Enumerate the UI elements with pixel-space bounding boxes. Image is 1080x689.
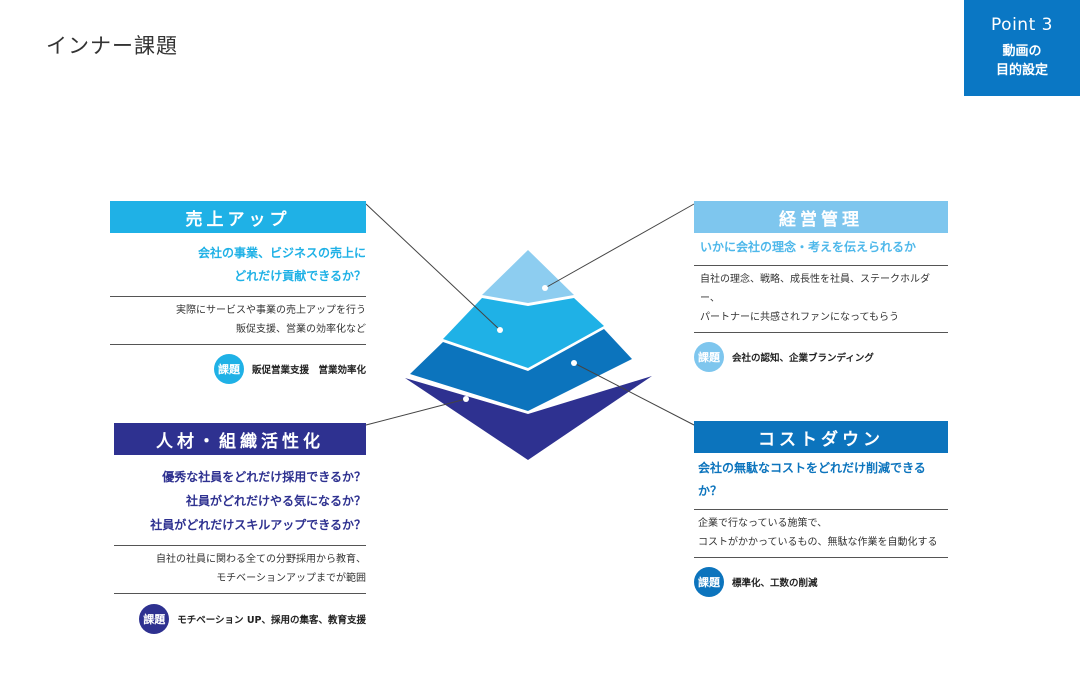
connector-hr xyxy=(365,398,467,426)
card-cost-issue: 課題 標準化、工数の削減 xyxy=(694,567,948,597)
page-title: インナー課題 xyxy=(46,34,178,58)
issue-badge: 課題 xyxy=(139,604,170,634)
card-sales-desc-line-1: 実際にサービスや事業の売上アップを行う xyxy=(176,305,366,316)
card-cost-desc-line-1: 企業で行なっている施策で、 xyxy=(698,518,828,529)
point-subtitle-line2: 目的設定 xyxy=(995,63,1048,78)
pyramid-dot-sales xyxy=(497,327,503,333)
pyramid-tier1-left xyxy=(482,250,528,303)
pyramid-tier3-left xyxy=(410,342,528,411)
card-management: 経営管理 いかに会社の理念・考えを伝えられるか 自社の理念、戦略、成長性を社員、… xyxy=(694,201,948,372)
connector-management xyxy=(544,203,695,289)
card-hr-activation: 人材・組織活性化 優秀な社員をどれだけ採用できるか？ 社員がどれだけやる気になる… xyxy=(114,423,366,634)
card-hr-desc-line-1: 自社の社員に関わる全ての分野採用から教育、 xyxy=(156,554,366,565)
card-hr-title: 人材・組織活性化 xyxy=(114,423,366,455)
connector-cost xyxy=(573,362,695,426)
issue-badge: 課題 xyxy=(213,354,244,384)
card-sales-title: 売上アップ xyxy=(110,201,366,233)
card-cost-down: コストダウン 会社の無駄なコストをどれだけ削減できるか？ 企業で行なっている施策… xyxy=(694,421,948,597)
point-subtitle-line1: 動画の xyxy=(1002,44,1042,59)
point-number: Point 3 xyxy=(991,15,1053,35)
card-sales-desc-line-2: 販促支援、営業の効率化など xyxy=(236,324,366,335)
card-sales-question-1: 会社の事業、ビジネスの売上に xyxy=(197,246,366,260)
card-hr-issue: 課題 モチベーション UP、採用の集客、教育支援 xyxy=(114,604,366,634)
card-hr-question-2: 社員がどれだけやる気になるか？ xyxy=(185,494,366,508)
divider xyxy=(114,593,366,594)
card-cost-desc-line-2: コストがかかっているもの、無駄な作業を自動化する xyxy=(698,537,938,548)
divider xyxy=(694,332,948,333)
card-management-title: 経営管理 xyxy=(694,201,948,233)
card-cost-title: コストダウン xyxy=(694,421,948,453)
connector-sales xyxy=(365,203,501,331)
card-management-issue: 課題 会社の認知、企業ブランディング xyxy=(694,342,948,372)
pyramid-tier4-right xyxy=(528,376,652,460)
divider xyxy=(110,296,366,297)
divider xyxy=(110,344,366,345)
pyramid-dot-management xyxy=(542,285,548,291)
card-sales-description: 実際にサービスや事業の売上アップを行う 販促支援、営業の効率化など xyxy=(110,297,366,344)
pyramid-tier4-left xyxy=(405,378,528,460)
pyramid-tier2-right xyxy=(528,298,604,368)
card-hr-description: 自社の社員に関わる全ての分野採用から教育、 モチベーションアップまでが範囲 xyxy=(114,546,366,593)
card-management-desc-line-2: パートナーに共感されファンになってもらう xyxy=(700,312,899,323)
pyramid-tier3-right xyxy=(528,329,632,411)
card-hr-question-3: 社員がどれだけスキルアップできるか？ xyxy=(150,518,366,532)
pyramid-tier2-left xyxy=(443,298,528,368)
point-badge: Point 3 動画の 目的設定 xyxy=(964,0,1080,96)
card-management-question-1: いかに会社の理念・考えを伝えられるか xyxy=(700,240,917,254)
divider xyxy=(694,265,948,266)
card-sales-up: 売上アップ 会社の事業、ビジネスの売上に どれだけ貢献できるか？ 実際にサービス… xyxy=(110,201,366,384)
issue-badge: 課題 xyxy=(694,567,724,597)
card-hr-question-1: 優秀な社員をどれだけ採用できるか？ xyxy=(162,470,366,484)
card-sales-question-2: どれだけ貢献できるか？ xyxy=(234,269,366,283)
divider xyxy=(694,509,948,510)
card-management-desc-line-1: 自社の理念、戦略、成長性を社員、ステークホルダー、 xyxy=(700,274,930,304)
pyramid-dot-cost xyxy=(571,360,577,366)
pyramid-tier1-right xyxy=(528,250,574,303)
card-hr-issue-text: モチベーション UP、採用の集客、教育支援 xyxy=(177,615,366,626)
divider xyxy=(114,545,366,546)
card-cost-issue-text: 標準化、工数の削減 xyxy=(732,578,818,589)
card-cost-question-1: 会社の無駄なコストをどれだけ削減できるか？ xyxy=(698,461,926,498)
card-management-description: 自社の理念、戦略、成長性を社員、ステークホルダー、 パートナーに共感されファンに… xyxy=(694,266,948,332)
card-management-issue-text: 会社の認知、企業ブランディング xyxy=(732,353,874,364)
card-sales-issue: 課題 販促営業支援 営業効率化 xyxy=(110,354,366,384)
card-cost-description: 企業で行なっている施策で、 コストがかかっているもの、無駄な作業を自動化する xyxy=(694,510,948,557)
issue-badge: 課題 xyxy=(694,342,724,372)
card-hr-desc-line-2: モチベーションアップまでが範囲 xyxy=(216,573,366,584)
pyramid-dot-hr xyxy=(463,396,469,402)
card-sales-issue-text: 販促営業支援 営業効率化 xyxy=(251,365,366,376)
divider xyxy=(694,557,948,558)
